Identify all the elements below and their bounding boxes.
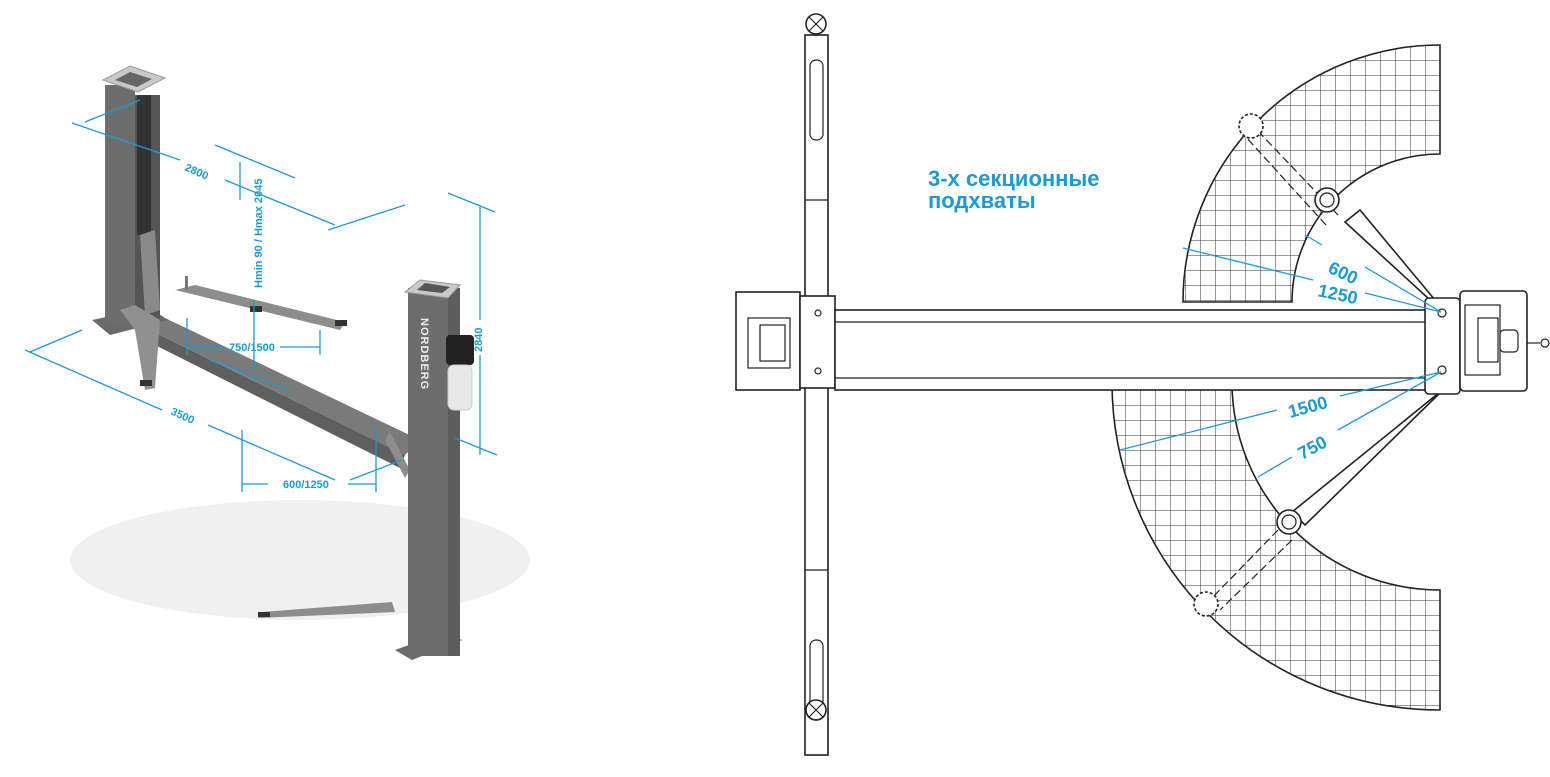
floor-beam [834,309,1428,391]
dim-750-1500: 750/1500 [229,342,275,354]
upper-reach-zone [1182,44,1441,303]
arm-pad [140,380,152,386]
arm [258,602,395,618]
arms-caption: 3-х секционные подхваты [928,168,1099,212]
left-post [101,65,167,325]
dim-1500: 1500 [1286,392,1330,422]
dimension-lines [24,99,498,492]
right-post: NORDBERG [403,279,474,656]
arm-pad [258,612,270,617]
floor-shadow [70,500,530,620]
lower-reach-zone [1111,381,1441,711]
dim-600-1250: 600/1250 [283,479,329,491]
arms [1193,113,1446,617]
dim-750: 750 [1294,432,1330,464]
reach-dimension-lines [1119,234,1442,478]
right-column [1424,290,1550,395]
arm [120,305,160,390]
dim-2800: 2800 [183,162,210,183]
caption-line-2: подхваты [928,188,1036,213]
floor-beam-side [145,330,405,468]
arm-pad [335,320,347,326]
motor [446,335,474,365]
arm [385,432,410,478]
dim-height-range: Hmin 90 / Hmax 2045 [253,179,265,288]
oil-tank [447,364,473,411]
caption-line-1: 3-х секционные [928,166,1100,191]
left-column [735,13,836,756]
dim-2840: 2840 [473,328,485,352]
arm-pad [250,306,262,312]
dim-3500: 3500 [169,406,196,427]
lift-top-view: 600 1250 1500 750 [735,13,1550,756]
lift-3d-render: NORDBERG [24,65,530,660]
arm-pin [185,276,188,290]
brand-logo: NORDBERG [418,318,430,390]
